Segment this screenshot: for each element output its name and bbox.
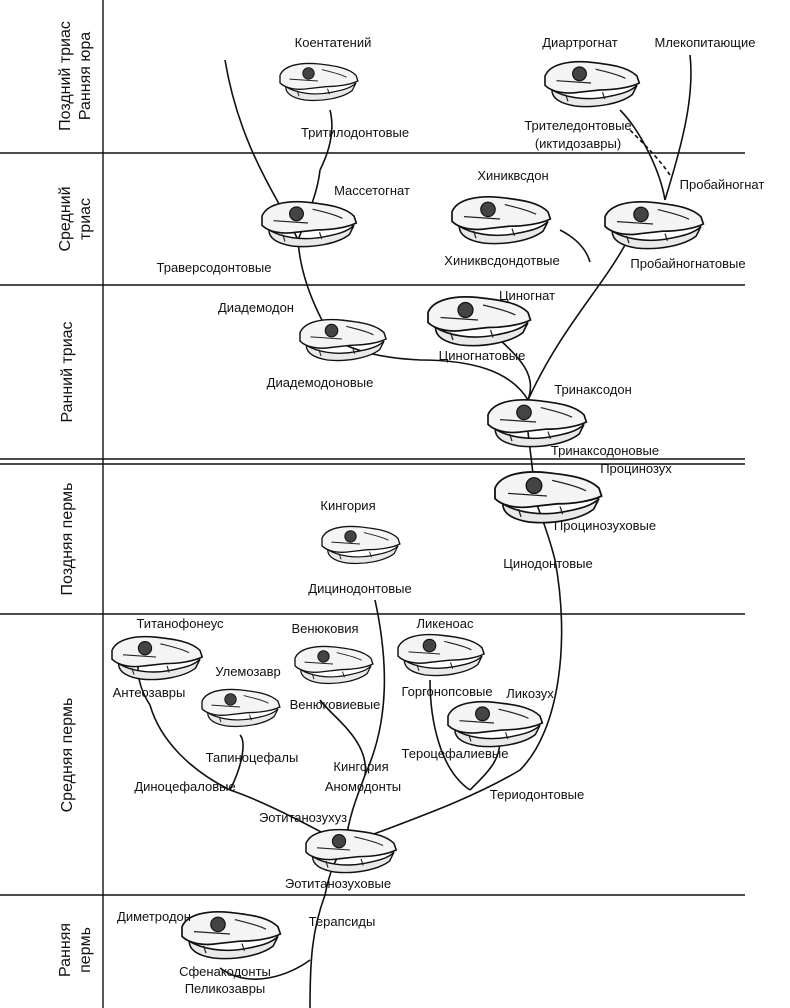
period-early-triassic: Ранний триас xyxy=(59,321,76,422)
label-trinaksodon: Тринаксодон xyxy=(554,382,632,397)
label-iktidozavry: (иктидозавры) xyxy=(535,136,621,151)
label-diademodonovye: Диадемодоновые xyxy=(267,375,374,390)
label-protsinozukh: Процинозух xyxy=(600,461,672,476)
period-separators xyxy=(0,152,745,896)
skull-protsinozukh xyxy=(494,471,603,524)
label-khinikvodondtovye: Хиниквcдондотвые xyxy=(444,253,559,268)
label-venyukoviya: Венюковия xyxy=(291,621,358,636)
label-mlekopitayushchie: Млекопитающие xyxy=(655,35,756,50)
period-middle-triassic-line2: триас xyxy=(77,198,94,240)
label-gorgonopsovye: Горгонопсовые xyxy=(401,684,492,699)
label-eotitanozukhovye: Эотитанозуховые xyxy=(285,876,391,891)
label-venyukovievye: Венюковиевые xyxy=(290,697,381,712)
period-late-triassic-line1: Поздний триас xyxy=(57,21,74,131)
skull-eotitanozukh xyxy=(305,828,397,874)
label-koentateniy: Коентатений xyxy=(295,35,372,50)
label-sfenakodonty: Сфенакодонты xyxy=(179,964,271,979)
skull-venyukoviya xyxy=(294,645,374,685)
label-protsinozukhovye: Процинозуховые xyxy=(554,518,656,533)
skull-probaynognat xyxy=(604,200,705,250)
skull-khinikvodon xyxy=(451,195,552,245)
period-middle-triassic-line1: Средний xyxy=(57,186,74,251)
period-late-permian: Поздняя пермь xyxy=(59,483,76,596)
label-diademodon: Диадемодон xyxy=(218,300,294,315)
label-travers: Траверсодонтовые xyxy=(157,260,272,275)
period-late-triassic-line2: Ранняя юра xyxy=(77,32,94,120)
label-ditsinodontovye: Дицинодонтовые xyxy=(308,581,411,596)
skull-koentateniy xyxy=(279,62,359,102)
label-probaynognat: Пробайногнат xyxy=(680,177,765,192)
label-likozukh: Ликозух xyxy=(506,686,554,701)
period-early-permian-line2: пермь xyxy=(77,927,94,973)
label-ulemozavr: Улемозавр xyxy=(215,664,281,679)
label-likenoas: Ликеноас xyxy=(417,616,474,631)
skull-dimetrodon xyxy=(181,910,282,960)
label-diartrognat: Диартрогнат xyxy=(542,35,618,50)
skull-trinaksodon xyxy=(487,398,588,448)
label-kingoriya-top: Кингория xyxy=(320,498,375,513)
label-anomodonty: Аномодонты xyxy=(325,779,401,794)
taxon-labels: Коентатений Тритилодонтовые Диартрогнат … xyxy=(113,35,765,996)
label-tsinognatovye: Циногнатовые xyxy=(439,348,526,363)
label-tsinognat: Циногнат xyxy=(499,288,555,303)
label-teriodontovye: Териодонтовые xyxy=(490,787,584,802)
skull-likozukh xyxy=(447,700,544,748)
label-dinotsefalovye: Диноцефаловые xyxy=(134,779,235,794)
label-kingoriya-low: Кингория xyxy=(333,759,388,774)
period-labels: Поздний триас Ранняя юра Средний триас Р… xyxy=(57,21,94,977)
label-terotsefalievye: Тероцефалиевые xyxy=(402,746,509,761)
skull-ulemozavr xyxy=(201,688,281,728)
label-eotitanozukhuz: Эотитанозухуз xyxy=(259,810,347,825)
period-middle-permian: Средняя пермь xyxy=(59,698,76,813)
label-probaynognatovye: Пробайногнатовые xyxy=(630,256,745,271)
skull-massetognat xyxy=(261,200,358,248)
label-trinaksodonovye: Тринаксодоновые xyxy=(551,443,659,458)
label-titanofoneus: Титанофонеус xyxy=(136,616,224,631)
label-terapsidy: Терапсиды xyxy=(309,914,376,929)
skull-likenoas xyxy=(397,633,485,677)
period-early-permian-line1: Ранняя xyxy=(57,923,74,977)
label-tapinotsefaly: Тапиноцефалы xyxy=(206,750,299,765)
skull-kingoriya xyxy=(321,525,401,565)
skull-diartrognat xyxy=(544,60,641,108)
label-pelikozavry: Пеликозавры xyxy=(185,981,266,996)
skull-tsinognat xyxy=(427,296,532,347)
label-tritilodontovye: Тритилодонтовые xyxy=(301,125,409,140)
label-tsinodontovye: Цинодонтовые xyxy=(503,556,593,571)
label-anteozavry: Антеозавры xyxy=(113,685,186,700)
label-khinikvodon: Хиниквсдон xyxy=(477,168,548,183)
skull-titanofoneus xyxy=(111,635,203,681)
label-dimetrodon: Диметродон xyxy=(117,909,191,924)
label-massetognat: Массетогнат xyxy=(334,183,410,198)
label-triteledontovye: Трителедонтовые xyxy=(524,118,631,133)
